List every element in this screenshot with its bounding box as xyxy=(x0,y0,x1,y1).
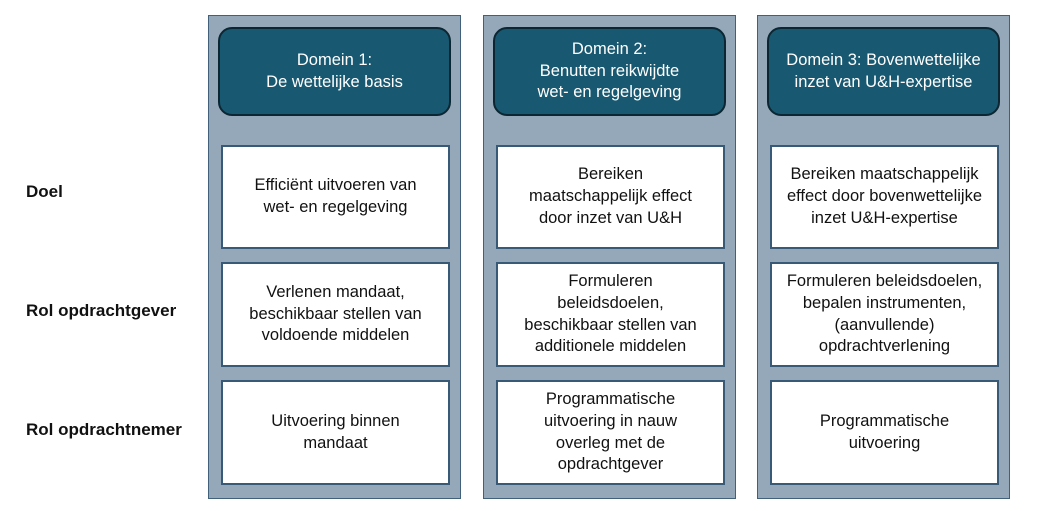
domain-column-2: Domein 2: Benutten reikwijdte wet- en re… xyxy=(483,15,736,499)
domain-title: Domein 1: De wettelijke basis xyxy=(266,50,403,91)
row-label-client-role: Rol opdrachtgever xyxy=(26,301,177,320)
contractor-role-cell: Programmatische uitvoering xyxy=(770,380,999,485)
domain-title: Domein 2: Benutten reikwijdte wet- en re… xyxy=(537,39,682,102)
client-role-text: Verlenen mandaat, beschikbaar stellen va… xyxy=(249,282,422,345)
contractor-role-text: Programmatische uitvoering in nauw overl… xyxy=(544,389,677,474)
domain-column-1: Domein 1: De wettelijke basis Efficiënt … xyxy=(208,15,461,499)
goal-text: Bereiken maatschappelijk effect door inz… xyxy=(529,165,692,227)
goal-cell: Efficiënt uitvoeren van wet- en regelgev… xyxy=(221,145,450,249)
contractor-role-text: Uitvoering binnen mandaat xyxy=(271,411,400,452)
domain-column-3: Domein 3: Bovenwettelijke inzet van U&H-… xyxy=(757,15,1010,499)
client-role-text: Formuleren beleidsdoelen, bepalen instru… xyxy=(786,271,983,356)
domain-header: Domein 2: Benutten reikwijdte wet- en re… xyxy=(493,27,726,116)
contractor-role-cell: Programmatische uitvoering in nauw overl… xyxy=(496,380,725,485)
client-role-cell: Formuleren beleidsdoelen, bepalen instru… xyxy=(770,262,999,367)
row-label-contractor-role: Rol opdrachtnemer xyxy=(26,420,182,439)
domain-title: Domein 3: Bovenwettelijke inzet van U&H-… xyxy=(786,50,981,91)
contractor-role-cell: Uitvoering binnen mandaat xyxy=(221,380,450,485)
client-role-cell: Verlenen mandaat, beschikbaar stellen va… xyxy=(221,262,450,367)
domain-header: Domein 3: Bovenwettelijke inzet van U&H-… xyxy=(767,27,1000,116)
goal-text: Bereiken maatschappelijk effect door bov… xyxy=(786,165,983,227)
contractor-role-text: Programmatische uitvoering xyxy=(819,411,950,452)
domain-header: Domein 1: De wettelijke basis xyxy=(218,27,451,116)
row-label-goal: Doel xyxy=(26,182,63,201)
client-role-text: Formuleren beleidsdoelen, beschikbaar st… xyxy=(524,271,697,356)
goal-text: Efficiënt uitvoeren van wet- en regelgev… xyxy=(254,176,417,216)
goal-cell: Bereiken maatschappelijk effect door bov… xyxy=(770,145,999,249)
goal-cell: Bereiken maatschappelijk effect door inz… xyxy=(496,145,725,249)
client-role-cell: Formuleren beleidsdoelen, beschikbaar st… xyxy=(496,262,725,367)
